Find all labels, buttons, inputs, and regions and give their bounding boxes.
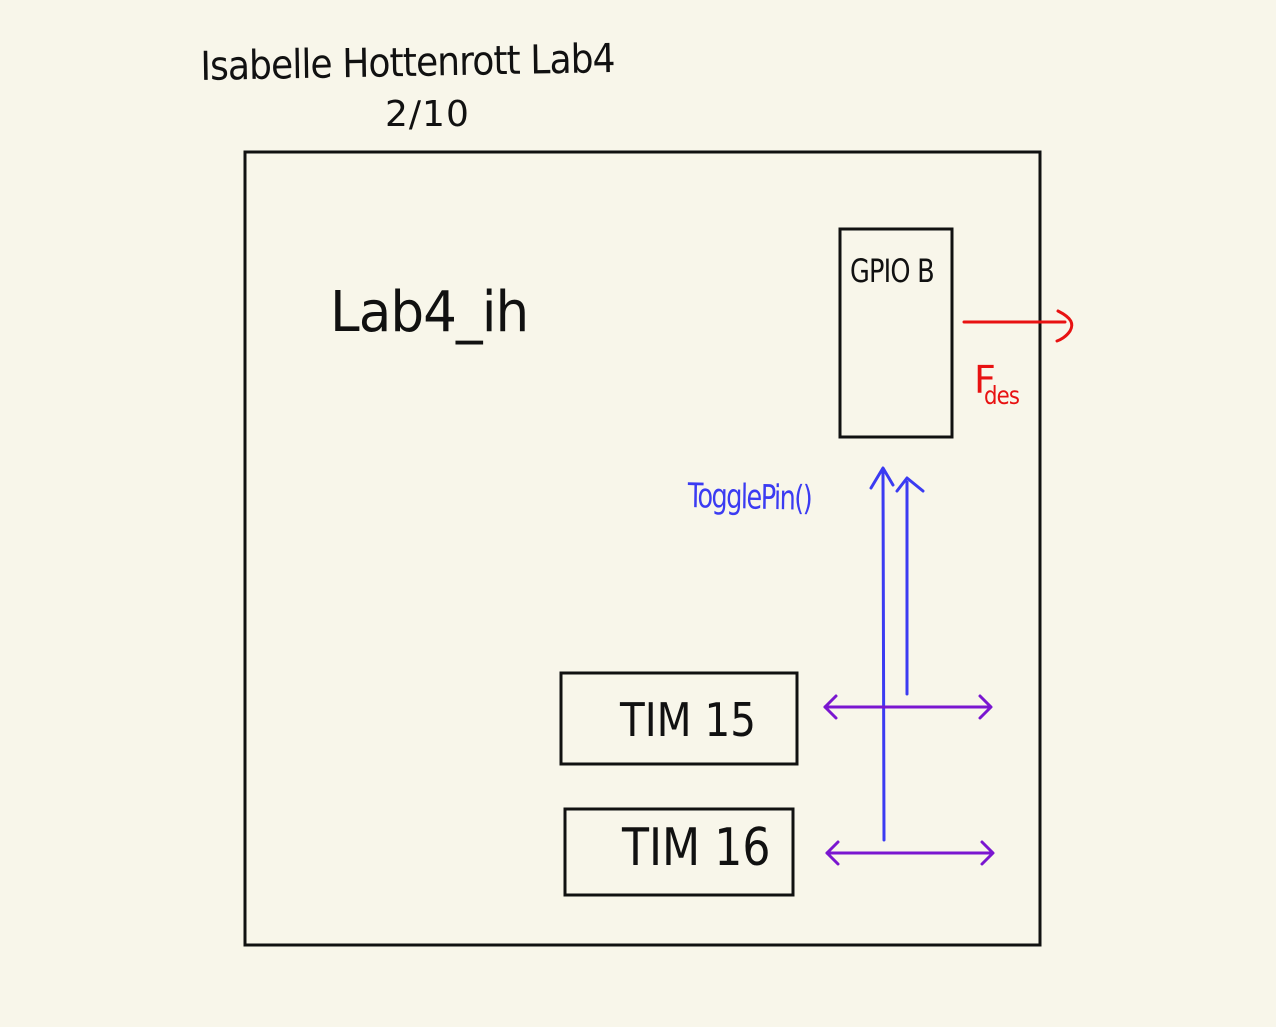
page-title: Isabelle Hottenrott Lab4	[200, 35, 615, 90]
gpio-b-block	[838, 227, 954, 439]
toggle-pin-label: TogglePin()	[687, 476, 812, 519]
tim16-block	[563, 807, 795, 897]
gpio-label: GPIO B	[850, 252, 935, 290]
output-frequency-label: F	[974, 358, 996, 402]
tim15-label: TIM 15	[620, 693, 756, 747]
lab4-module-box	[243, 150, 1042, 947]
tim15-double-arrow-icon	[823, 694, 993, 720]
toggle-arrow-icon	[869, 466, 925, 842]
date-label: 2/10	[385, 94, 470, 135]
output-arrow-icon	[962, 309, 1074, 343]
output-frequency-subscript: des	[984, 381, 1020, 410]
tim15-block	[559, 671, 799, 766]
tim16-label: TIM 16	[622, 818, 771, 878]
tim16-double-arrow-icon	[825, 840, 995, 866]
module-label: Lab4_ih	[330, 280, 529, 345]
